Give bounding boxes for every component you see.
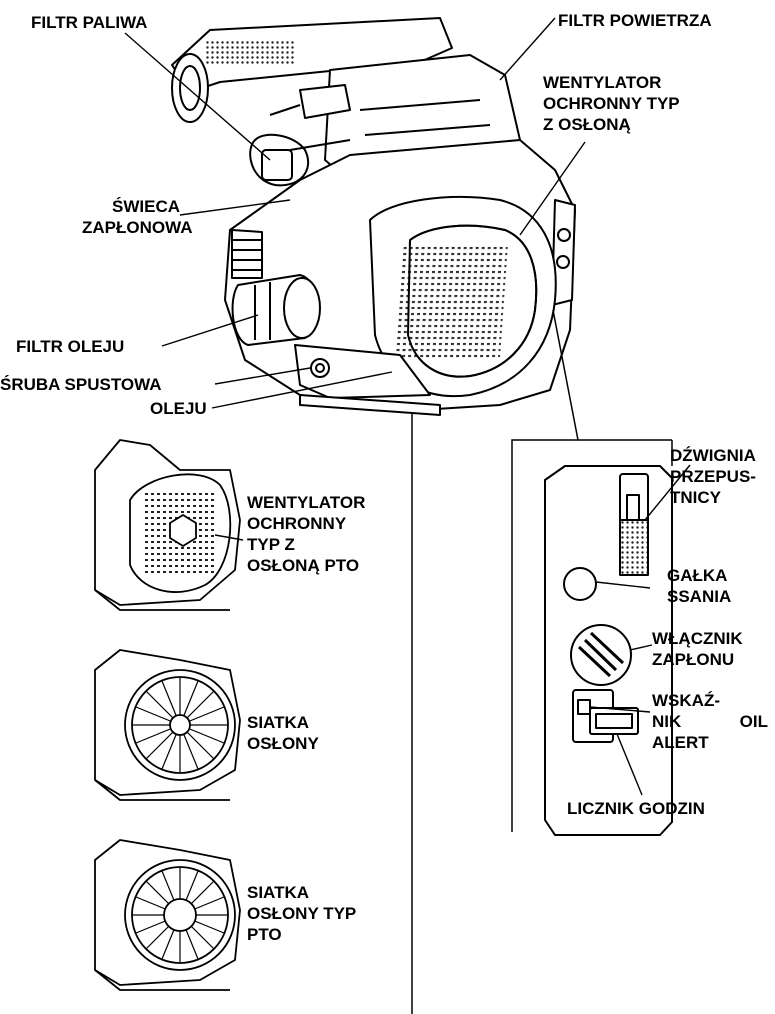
screen-grid-pto-variant-icon	[95, 840, 240, 990]
label-spark-plug: ŚWIECA ZAPŁONOWA	[82, 196, 180, 238]
label-oil-filter: FILTR OLEJU	[16, 336, 124, 357]
label-oil-alert-3: ALERT	[652, 732, 709, 753]
label-drain-bolt-oil: OLEJU	[150, 398, 207, 419]
label-ignition-switch: WŁĄCZNIK ZAPŁONU	[652, 628, 743, 670]
label-screen-grid-pto: SIATKA OSŁONY TYP PTO	[247, 882, 356, 945]
screen-grid-variant-icon	[95, 650, 240, 800]
label-fan-guard-pto: WENTYLATOR OCHRONNY TYP Z OSŁONĄ PTO	[247, 492, 365, 576]
fan-guard-pto-variant-icon	[95, 440, 240, 610]
label-choke-knob: GAŁKA SSANIA	[667, 565, 731, 607]
label-drain-bolt: ŚRUBA SPUSTOWA	[0, 374, 162, 395]
engine-illustration-icon	[172, 18, 575, 415]
label-air-filter: FILTR POWIETRZA	[558, 10, 712, 31]
label-screen-grid: SIATKA OSŁONY	[247, 712, 319, 754]
label-oil-alert: WSKAŹ-	[652, 690, 720, 711]
label-fan-shroud-guard: WENTYLATOR OCHRONNY TYP Z OSŁONĄ	[543, 72, 680, 135]
label-hour-meter: LICZNIK GODZIN	[567, 798, 705, 819]
label-oil-alert-2: NIK OIL	[652, 711, 768, 732]
label-throttle-lever: DŹWIGNIA PRZEPUS- TNICY	[670, 445, 756, 508]
label-fuel-filter: FILTR PALIWA	[31, 12, 147, 33]
